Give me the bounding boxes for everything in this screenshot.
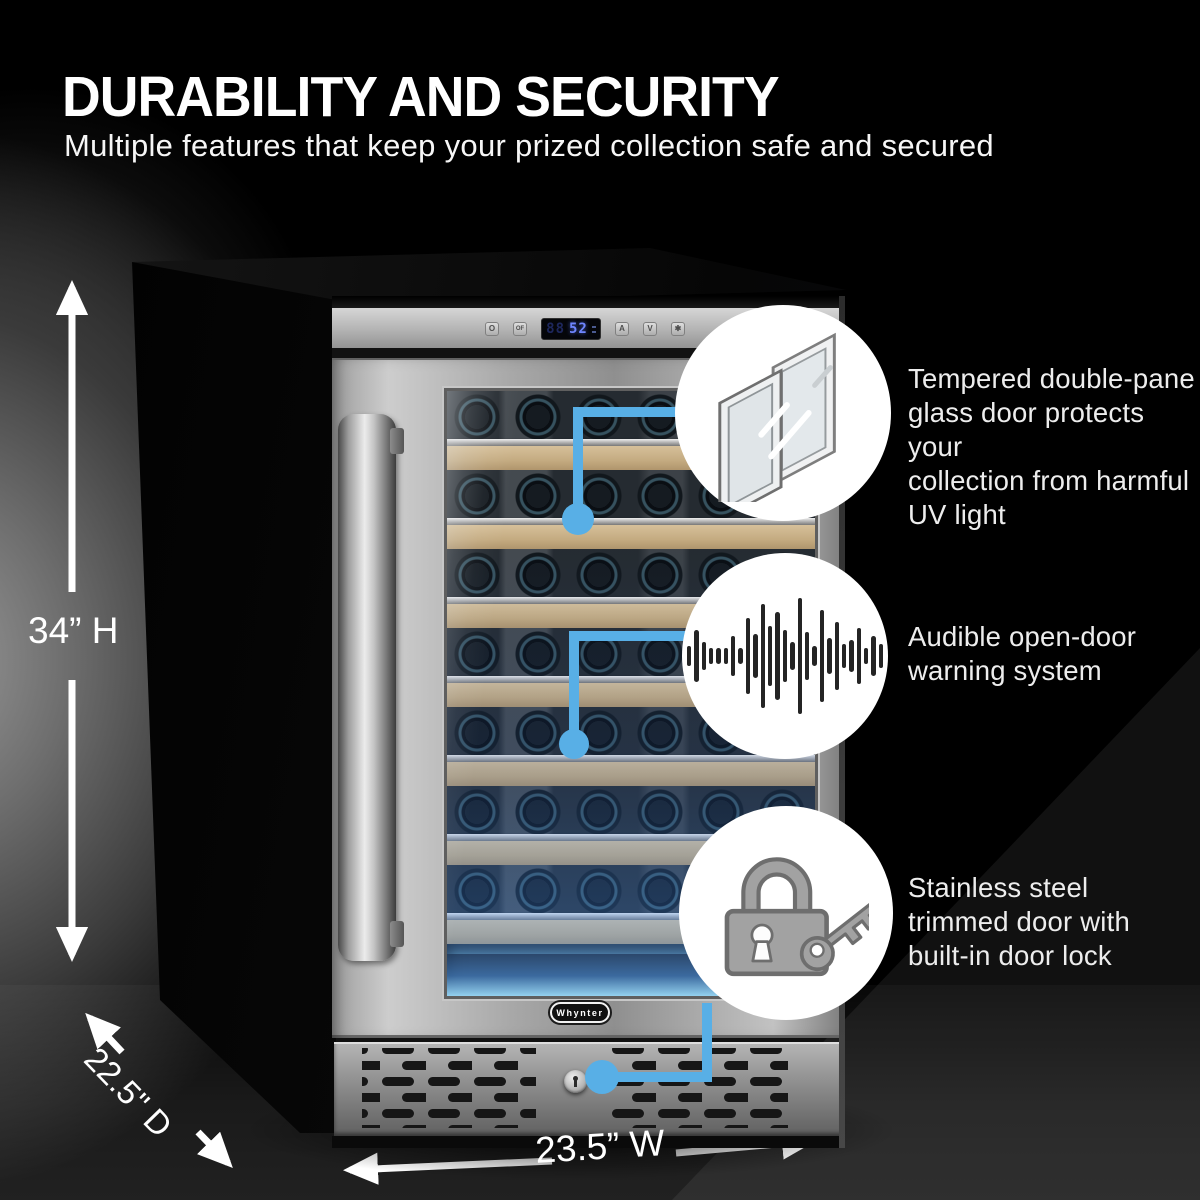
page-subtitle: Multiple features that keep your prized … (64, 128, 994, 163)
light-mode-button-icon: OF (513, 322, 527, 336)
shelf-rail (447, 518, 815, 525)
feature-line: built-in door lock (908, 940, 1112, 971)
page-title: DURABILITY AND SECURITY (62, 65, 780, 129)
power-button-icon: O (485, 322, 499, 336)
feature-bubble-alarm (682, 553, 888, 759)
display-ghost-digits: 88 (546, 321, 565, 337)
feature-text-alarm: Audible open-door warning system (908, 620, 1136, 688)
feature-text-lock: Stainless steel trimmed door with built-… (908, 871, 1130, 973)
height-dimension-label: 34” H (28, 610, 119, 651)
feature-bubble-glass (675, 305, 891, 521)
vent-slots (362, 1048, 788, 1128)
brand-badge: Whynter (550, 1002, 610, 1023)
lock-and-key-icon (724, 857, 869, 977)
temperature-display: 88 52 (541, 318, 601, 340)
feature-text-glass: Tempered double-pane glass door protects… (908, 362, 1200, 532)
temp-down-button-icon: V (643, 322, 657, 336)
temp-unit-marks (591, 325, 596, 333)
feature-line: Stainless steel (908, 872, 1089, 903)
shelf-rail (447, 755, 815, 762)
brand-name: Whynter (556, 1007, 604, 1018)
cooler-top-edge (332, 296, 845, 308)
door-handle (338, 414, 404, 961)
feature-line: trimmed door with (908, 906, 1130, 937)
wooden-shelf (447, 762, 815, 786)
feature-line: collection from harmful (908, 465, 1190, 496)
shelf-rail (447, 597, 815, 604)
feature-line: Audible open-door (908, 621, 1137, 652)
shelf-rail (447, 834, 815, 841)
feature-line: warning system (908, 655, 1102, 686)
audio-waveform-icon (686, 596, 884, 716)
ventilation-grille (334, 1042, 843, 1136)
feature-line: glass door protects your (908, 397, 1145, 462)
feature-line: Tempered double-pane (908, 363, 1195, 394)
door-lock-keyhole (564, 1070, 587, 1093)
feature-bubble-lock (679, 806, 893, 1020)
shelf-rail (447, 913, 815, 920)
double-pane-glass-icon (718, 332, 836, 502)
wooden-shelf (447, 525, 815, 549)
interior-light-button-icon: ✱ (671, 322, 685, 336)
feature-line: UV light (908, 499, 1006, 530)
cooler-base-strip (332, 1136, 845, 1148)
display-temperature-value: 52 (569, 321, 588, 337)
control-panel: O OF 88 52 A V ✱ (485, 318, 685, 340)
temp-up-button-icon: A (615, 322, 629, 336)
